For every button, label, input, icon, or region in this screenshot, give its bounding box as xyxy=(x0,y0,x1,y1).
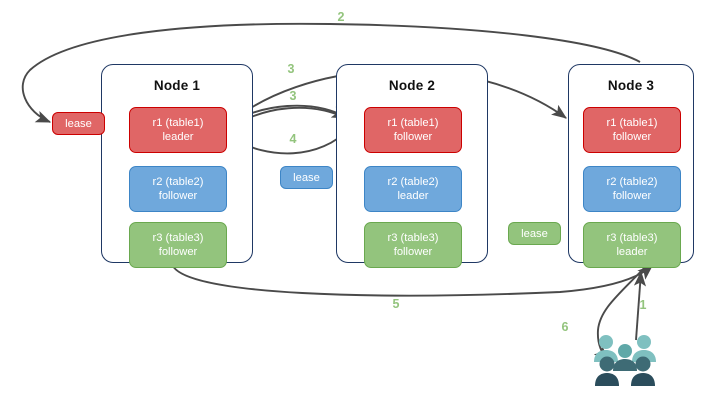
replica-r2[interactable]: r2 (table2) leader xyxy=(364,166,462,212)
replica-role: follower xyxy=(612,131,652,143)
lease-badge-r2[interactable]: lease xyxy=(280,166,333,189)
node-container-1: Node 1 r1 (table1) leader r2 (table2) fo… xyxy=(101,64,253,268)
replica-name: r2 (table2) xyxy=(387,176,439,188)
node-title: Node 2 xyxy=(388,78,436,93)
replica-name: r1 (table1) xyxy=(152,117,204,129)
node-title: Node 3 xyxy=(607,78,655,93)
replica-role: follower xyxy=(393,246,433,258)
arrow-step-5 xyxy=(171,263,653,297)
lease-badge-r3[interactable]: lease xyxy=(508,222,561,245)
node-container-3: Node 3 r1 (table1) follower r2 (table2) … xyxy=(568,64,694,268)
replica-role: leader xyxy=(616,246,648,258)
step-label-6: 6 xyxy=(561,320,569,334)
step-label-5: 5 xyxy=(392,297,400,311)
node-title: Node 1 xyxy=(153,78,201,93)
people-group-icon xyxy=(594,335,656,386)
replica-r3[interactable]: r3 (table3) follower xyxy=(129,222,227,268)
replica-r1[interactable]: r1 (table1) follower xyxy=(364,107,462,153)
replica-r2[interactable]: r2 (table2) follower xyxy=(129,166,227,212)
step-label-1: 1 xyxy=(639,298,647,312)
replica-role: follower xyxy=(612,190,652,202)
replica-r3[interactable]: r3 (table3) follower xyxy=(364,222,462,268)
replica-name: r1 (table1) xyxy=(606,117,658,129)
replica-name: r3 (table3) xyxy=(606,232,658,244)
replica-role: follower xyxy=(158,246,198,258)
replica-r1[interactable]: r1 (table1) leader xyxy=(129,107,227,153)
replica-r3[interactable]: r3 (table3) leader xyxy=(583,222,681,268)
replica-r1[interactable]: r1 (table1) follower xyxy=(583,107,681,153)
replica-name: r3 (table3) xyxy=(387,232,439,244)
step-label-4: 4 xyxy=(289,132,297,146)
replica-role: follower xyxy=(393,131,433,143)
replica-r2[interactable]: r2 (table2) follower xyxy=(583,166,681,212)
replica-name: r2 (table2) xyxy=(152,176,204,188)
replica-role: leader xyxy=(397,190,429,202)
replica-name: r1 (table1) xyxy=(387,117,439,129)
replica-role: leader xyxy=(162,131,194,143)
replica-role: follower xyxy=(158,190,198,202)
step-label-3-upper: 3 xyxy=(287,62,295,76)
step-label-3-lower: 3 xyxy=(289,89,297,103)
lease-badge-r1[interactable]: lease xyxy=(52,112,105,135)
step-label-2: 2 xyxy=(337,10,345,24)
replica-name: r3 (table3) xyxy=(152,232,204,244)
replica-name: r2 (table2) xyxy=(606,176,658,188)
node-container-2: Node 2 r1 (table1) follower r2 (table2) … xyxy=(336,64,488,268)
